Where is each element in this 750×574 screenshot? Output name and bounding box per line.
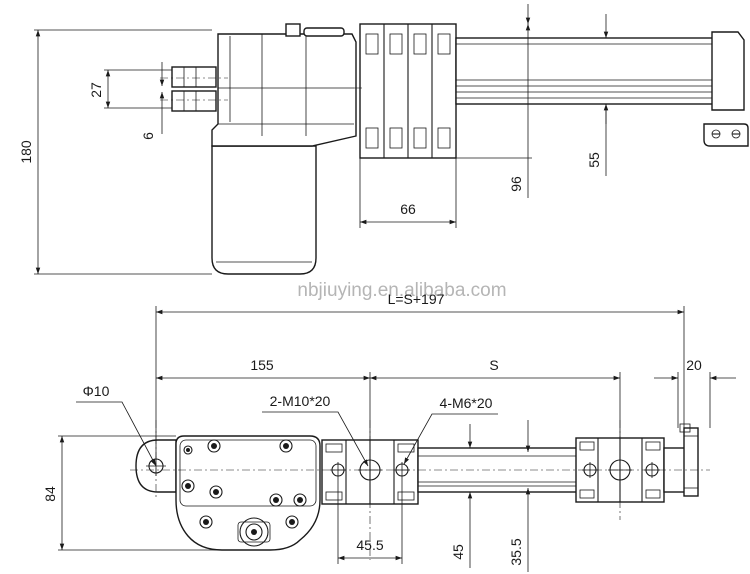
- dim-180: 180: [18, 140, 34, 164]
- dim-96: 96: [508, 176, 524, 192]
- dim-phi10: Φ10: [83, 383, 110, 399]
- dim-155: 155: [250, 357, 274, 373]
- mount-block: [359, 23, 457, 159]
- gearbox-plan: [175, 435, 321, 551]
- label-m10-bolts: 2-M10*20: [270, 393, 331, 409]
- bottom-plan-view: L=S+197 155 S 20 Φ10 2-M10*20 4-M6*20 84…: [42, 291, 736, 572]
- dim-84: 84: [42, 486, 58, 502]
- front-clevis: [663, 423, 699, 497]
- dim-66: 66: [400, 201, 416, 217]
- dim-45: 45: [450, 544, 466, 560]
- dim-6: 6: [140, 132, 156, 140]
- motor-housing: [211, 145, 317, 275]
- rear-clevis: [703, 123, 749, 147]
- dim-stroke: S: [489, 357, 498, 373]
- end-cap: [711, 31, 745, 111]
- watermark: nbjiuying.en.alibaba.com: [297, 280, 506, 301]
- dim-total-length: L=S+197: [388, 291, 445, 307]
- top-elevation-view: 180 27 6 66 96 55: [18, 4, 749, 275]
- label-m6-bolts: 4-M6*20: [440, 395, 493, 411]
- dim-27: 27: [88, 82, 104, 98]
- outer-tube: [455, 37, 723, 105]
- cable-glands: [171, 66, 217, 112]
- gearbox-screws: [181, 439, 307, 529]
- dim-55: 55: [586, 152, 602, 168]
- dim-45-5: 45.5: [356, 537, 383, 553]
- dim-35-5: 35.5: [508, 538, 524, 565]
- motor-end-fitting: [237, 517, 271, 547]
- gearbox-housing: [211, 33, 357, 147]
- dim-20: 20: [686, 357, 702, 373]
